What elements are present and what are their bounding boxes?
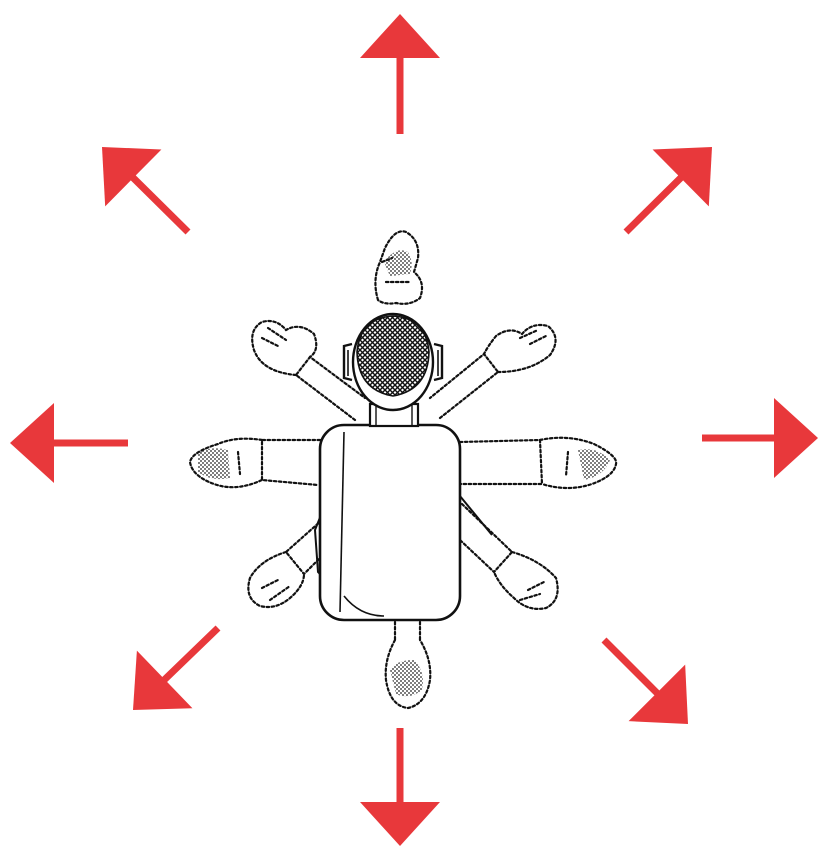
- arrow-head: [774, 398, 818, 478]
- arrow-shaft: [604, 640, 658, 694]
- hair: [357, 316, 429, 396]
- hand-down: [390, 660, 423, 696]
- arm-position-up-right: [430, 325, 556, 418]
- arrow-up-right-icon: [626, 147, 712, 232]
- hand-up: [384, 250, 412, 276]
- arm-position-down-right: [460, 504, 558, 609]
- arrow-shaft: [626, 177, 682, 232]
- arrow-head: [360, 14, 440, 58]
- arrow-shaft: [132, 177, 188, 232]
- person-top-view-icon: [315, 314, 492, 620]
- arrow-up-left-icon: [102, 147, 188, 232]
- arrow-head: [360, 802, 440, 846]
- arrow-up-icon: [360, 14, 440, 134]
- arrow-head: [10, 403, 54, 483]
- hand-left: [198, 448, 230, 479]
- arrow-right-icon: [702, 398, 818, 478]
- arrow-shaft: [163, 628, 218, 681]
- arrow-down-right-icon: [604, 640, 688, 724]
- arrow-down-left-icon: [133, 628, 218, 710]
- arrow-down-icon: [360, 728, 440, 846]
- arrow-left-icon: [10, 403, 128, 483]
- hand-right: [578, 449, 610, 480]
